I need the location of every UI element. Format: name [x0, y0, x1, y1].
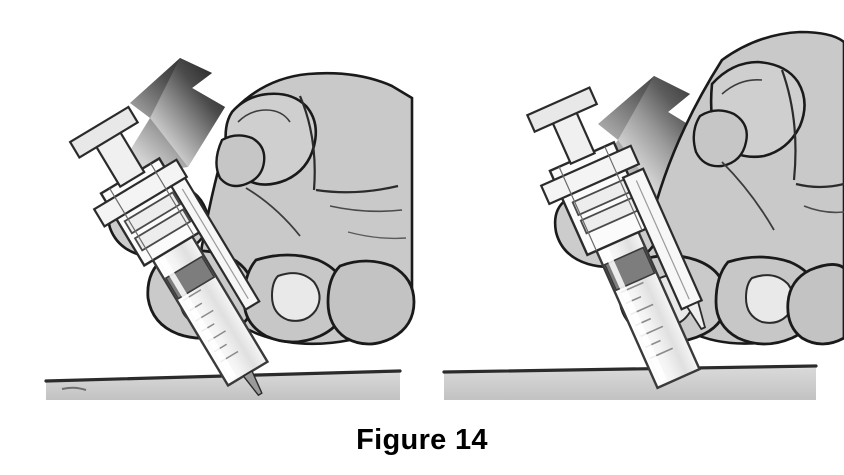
panel-right	[422, 0, 844, 415]
needle	[242, 370, 263, 397]
right-illustration-svg	[422, 0, 844, 415]
panel-left	[0, 0, 422, 415]
safety-device	[92, 156, 205, 268]
plunger-thumb-pad	[68, 105, 140, 159]
plunger-rod	[68, 105, 146, 189]
pull-up-arrow	[113, 58, 225, 178]
figure-caption: Figure 14	[356, 424, 488, 456]
finger-flange	[92, 158, 189, 228]
safety-device	[539, 140, 653, 257]
illustration-panels	[0, 0, 844, 415]
skin-surface	[442, 364, 818, 400]
syringe	[68, 105, 270, 397]
plunger-thumb-pad	[525, 86, 599, 134]
needle-guard-deployed	[621, 167, 707, 331]
plunger-rod	[525, 86, 599, 166]
syringe	[525, 86, 707, 390]
fingernail	[744, 274, 795, 324]
needle-guard	[169, 176, 261, 312]
fingernail	[270, 272, 321, 322]
left-illustration-svg	[0, 0, 422, 415]
finger-flange	[539, 144, 641, 206]
hand	[553, 30, 844, 346]
